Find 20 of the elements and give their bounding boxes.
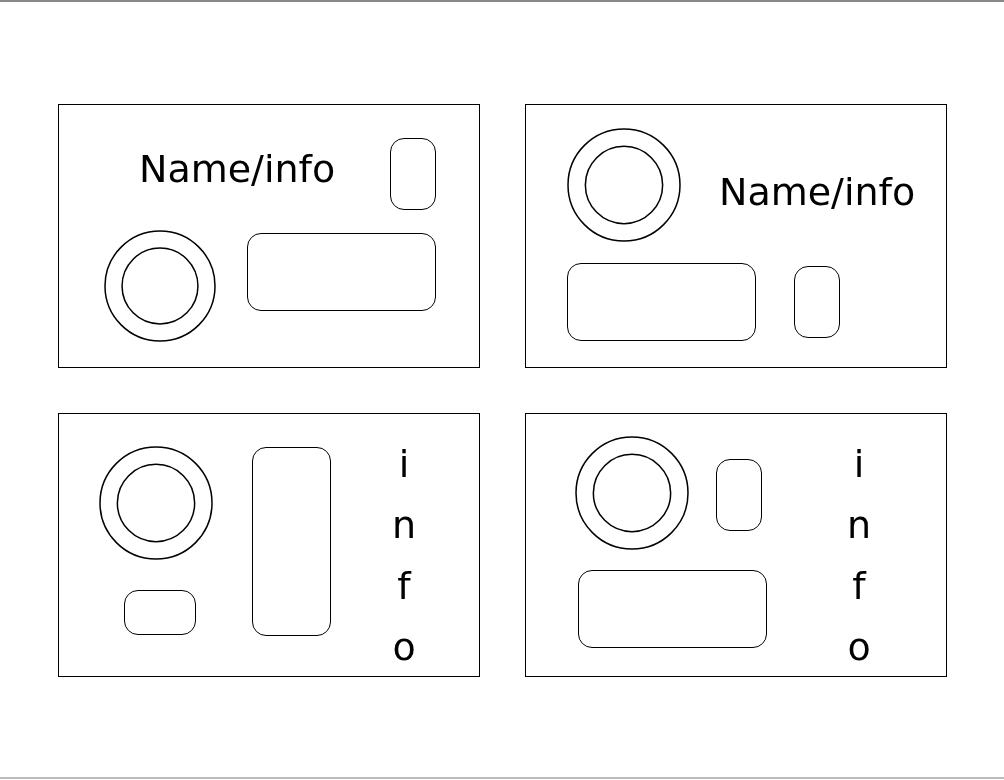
card-panel	[525, 413, 947, 677]
rounded-box	[794, 266, 840, 338]
vertical-label: info	[385, 442, 423, 686]
card-panel	[58, 104, 480, 368]
ring-circle	[567, 128, 681, 242]
rounded-box	[716, 459, 762, 531]
ring-circle	[99, 446, 213, 560]
card-label: Name/info	[719, 173, 916, 211]
card-label: Name/info	[139, 150, 336, 188]
rounded-box	[567, 263, 756, 341]
rounded-box	[247, 233, 436, 311]
card-panel	[58, 413, 480, 677]
rounded-box	[578, 570, 767, 648]
rounded-box	[390, 138, 436, 210]
rounded-box	[252, 447, 331, 636]
ring-circle	[575, 436, 689, 550]
card-panel	[525, 104, 947, 368]
vertical-label: info	[840, 442, 878, 686]
ring-circle	[104, 230, 216, 342]
rounded-box	[124, 590, 196, 635]
